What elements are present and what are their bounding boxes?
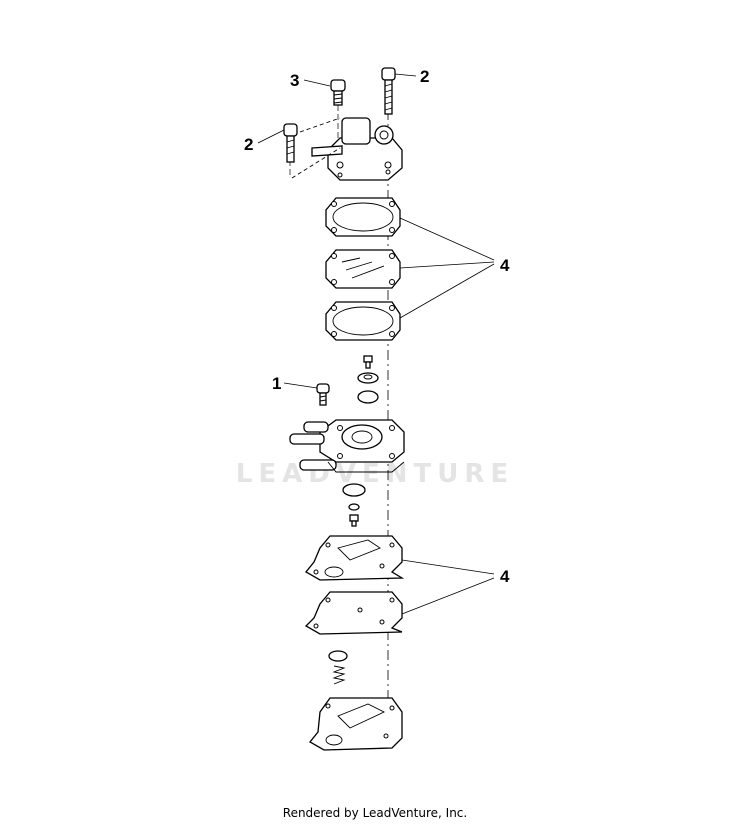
screw-part-2-top <box>381 67 396 115</box>
gasket-ring-top <box>325 197 401 237</box>
lower-screw-part <box>349 514 359 527</box>
gasket-plate-lower-2 <box>304 591 403 635</box>
gasket-ring-middle <box>325 301 401 341</box>
lower-washer-part <box>348 503 360 511</box>
footer-credit: Rendered by LeadVenture, Inc. <box>282 806 468 820</box>
callout-1-leader <box>283 382 318 389</box>
callout-1: 1 <box>272 374 281 393</box>
callout-4-top: 4 <box>500 256 510 275</box>
callout-2-left: 2 <box>244 135 253 154</box>
check-valve-cap-part <box>328 650 348 662</box>
pump-body-part <box>289 419 405 473</box>
callout-2a-leader <box>394 73 417 77</box>
screw-part-2-left <box>283 123 298 163</box>
callout-4-leaders-bottom <box>401 559 495 615</box>
valve-seat-part <box>357 372 379 384</box>
screw-part-3 <box>330 79 346 106</box>
callout-3: 3 <box>290 71 299 90</box>
lower-valve-disc-part <box>342 483 366 497</box>
gasket-plate-lower-1 <box>305 535 405 581</box>
valve-screw-part <box>363 355 373 369</box>
callout-2b-leader <box>257 129 285 144</box>
base-plate-part <box>309 697 403 751</box>
screw-part-1 <box>316 383 330 406</box>
top-cover-part <box>291 117 403 181</box>
diaphragm-part <box>325 249 401 289</box>
callout-4-leaders-top <box>399 217 495 319</box>
callout-4-bottom: 4 <box>500 567 510 586</box>
spring-part <box>332 665 346 685</box>
callout-2-top: 2 <box>420 67 429 86</box>
callout-3-leader <box>303 79 331 87</box>
watermark-text: LEADVENTURE <box>236 459 514 489</box>
valve-disc-part <box>357 390 379 404</box>
